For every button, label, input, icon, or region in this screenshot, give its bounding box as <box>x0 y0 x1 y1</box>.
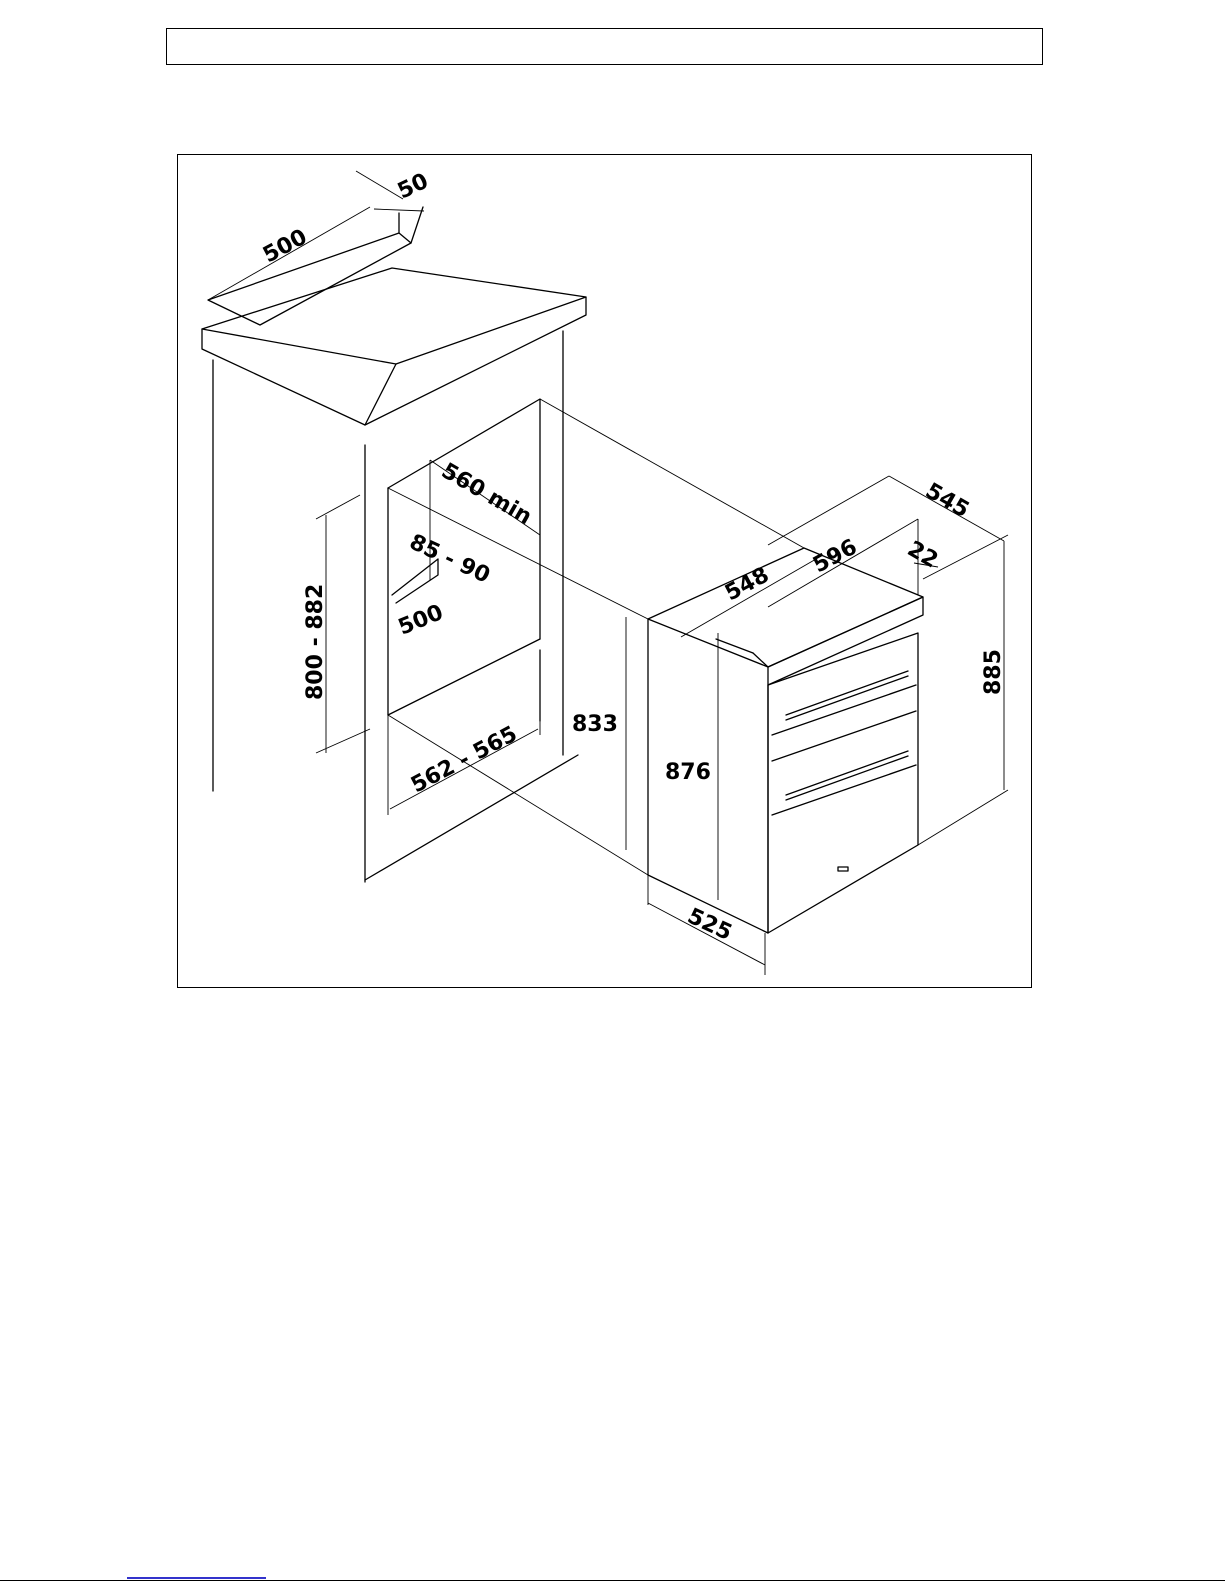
dim-500-inner: 500 <box>395 600 447 640</box>
vent-slot <box>392 559 438 603</box>
oven-badge <box>838 867 848 871</box>
dim-500-top: 500 <box>259 225 311 269</box>
footer-link-underline[interactable] <box>127 1577 266 1579</box>
header-box <box>166 28 1043 65</box>
diagram-svg: 50 500 560 min 85 - 90 500 800 - 882 562… <box>178 155 1033 989</box>
dim-833: 833 <box>572 712 618 737</box>
dim-50: 50 <box>394 169 432 205</box>
footer-rule <box>0 1580 1225 1581</box>
cabinet-drawing <box>202 207 923 933</box>
dim-885: 885 <box>981 649 1006 695</box>
dimension-lines <box>208 171 1008 975</box>
niche-floor <box>388 639 540 715</box>
dim-876: 876 <box>665 760 711 785</box>
oven-top <box>648 548 923 667</box>
dim-545: 545 <box>921 479 973 524</box>
dim-596: 596 <box>809 535 861 579</box>
dim-85-90: 85 - 90 <box>405 530 493 589</box>
dim-548: 548 <box>721 563 773 607</box>
dim-22: 22 <box>903 537 942 574</box>
dim-560-min: 560 min <box>437 459 536 531</box>
dim-800-882: 800 - 882 <box>303 584 328 700</box>
installation-diagram: 50 500 560 min 85 - 90 500 800 - 882 562… <box>177 154 1032 988</box>
oven-front <box>768 633 918 933</box>
oven-control-panel <box>768 597 923 685</box>
cabinet-bottom <box>365 755 578 880</box>
lower-door-split <box>772 765 916 815</box>
dim-525: 525 <box>683 904 735 946</box>
upper-door-split <box>772 685 916 735</box>
